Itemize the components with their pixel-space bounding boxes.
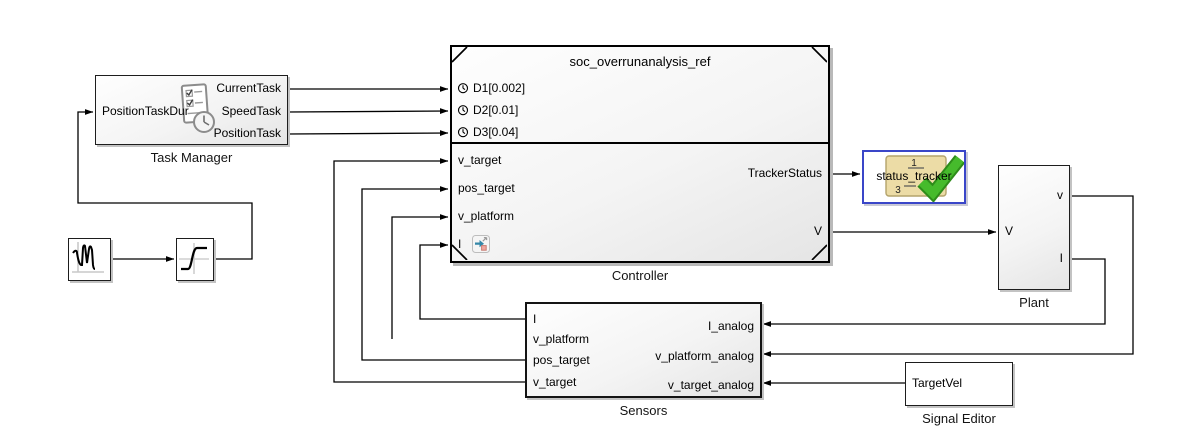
port-label-vtarget-sensors: v_target <box>533 375 577 389</box>
event-clock-icon <box>457 83 469 94</box>
port-label-d3: D3[0.04] <box>473 125 519 139</box>
assessment-number-top: 1 <box>911 158 917 169</box>
plant-block[interactable]: V v I <box>998 165 1070 290</box>
port-label-v-in-plant: V <box>1005 224 1014 238</box>
port-label-postarget-in: pos_target <box>458 181 515 195</box>
saturation-block[interactable] <box>176 238 214 281</box>
wire-vtarget-to-controller[interactable] <box>333 158 525 383</box>
port-label-v-out-plant: v <box>1057 188 1063 202</box>
status-tracker-block[interactable]: 1 3 status_tracker <box>862 150 966 204</box>
port-label-d2: D2[0.01] <box>473 103 519 117</box>
sensors-caption: Sensors <box>619 403 668 418</box>
wire-saturation-to-taskmanager[interactable] <box>77 109 253 260</box>
task-manager-caption: Task Manager <box>150 150 233 165</box>
port-label-vtarget-in: v_target <box>458 153 502 167</box>
controller-caption: Controller <box>611 268 669 283</box>
port-label-vtargetanalog: v_target_analog <box>667 378 754 392</box>
port-label-d1: D1[0.002] <box>473 81 526 95</box>
port-label-postarget-sensors: pos_target <box>533 353 590 367</box>
waveform-icon <box>72 242 104 273</box>
port-label-ianalog: I_analog <box>707 319 754 333</box>
signal-editor-block[interactable]: TargetVel <box>905 362 1013 406</box>
controller-model-name: soc_overrunanalysis_ref <box>569 54 711 69</box>
status-tracker-label: status_tracker <box>876 169 952 183</box>
event-port-separator <box>452 142 828 144</box>
port-label-vplatform-in: v_platform <box>458 209 515 223</box>
port-label-i-in: I <box>458 237 462 251</box>
model-block-corner-notches <box>452 47 827 260</box>
wire-vplatform-to-controller[interactable] <box>391 214 449 339</box>
wire-plant-i-to-ianalog[interactable] <box>762 258 1106 327</box>
model-reference-badge-icon[interactable] <box>472 235 490 253</box>
port-label-speedtask: SpeedTask <box>221 104 281 118</box>
event-clock-icon <box>457 105 469 116</box>
port-label-currenttask: CurrentTask <box>216 81 281 95</box>
signal-editor-caption: Signal Editor <box>922 411 996 426</box>
assessment-icon: 1 3 <box>885 154 964 202</box>
port-label-i-sensors: I <box>533 312 537 326</box>
wire-speedtask-to-d2[interactable] <box>287 108 449 115</box>
sensors-block[interactable]: I v_platform pos_target v_target I_analo… <box>525 302 762 398</box>
port-label-vplatformanalog: v_platform_analog <box>655 349 754 363</box>
task-list-clock-icon <box>180 83 215 133</box>
port-label-vplatform-sensors: v_platform <box>533 332 590 346</box>
wire-positiontask-to-d3[interactable] <box>287 130 449 137</box>
signal-editor-signal-name: TargetVel <box>912 376 963 390</box>
wire-sensors-i-to-controller[interactable] <box>419 242 525 320</box>
plant-caption: Plant <box>1019 295 1049 310</box>
controller-block[interactable]: soc_overrunanalysis_ref D1[0.002] D2[0.0… <box>450 45 830 263</box>
wire-postarget-to-controller[interactable] <box>361 186 525 361</box>
task-manager-block[interactable]: PositionTaskDur CurrentTask SpeedTask Po… <box>95 75 288 145</box>
waveform-source-block[interactable] <box>68 238 111 281</box>
wire-plant-v-to-vplatformanalog[interactable] <box>762 195 1134 357</box>
port-label-v-out: V <box>813 224 822 238</box>
port-label-trackerstatus-out: TrackerStatus <box>747 166 822 180</box>
port-label-positiontaskdur: PositionTaskDur <box>102 104 189 118</box>
port-label-i-out-plant: I <box>1059 251 1063 265</box>
assessment-number-bottom: 3 <box>895 185 901 196</box>
event-clock-icon <box>457 127 469 138</box>
port-label-positiontask: PositionTask <box>213 126 281 140</box>
saturation-icon <box>179 243 209 274</box>
